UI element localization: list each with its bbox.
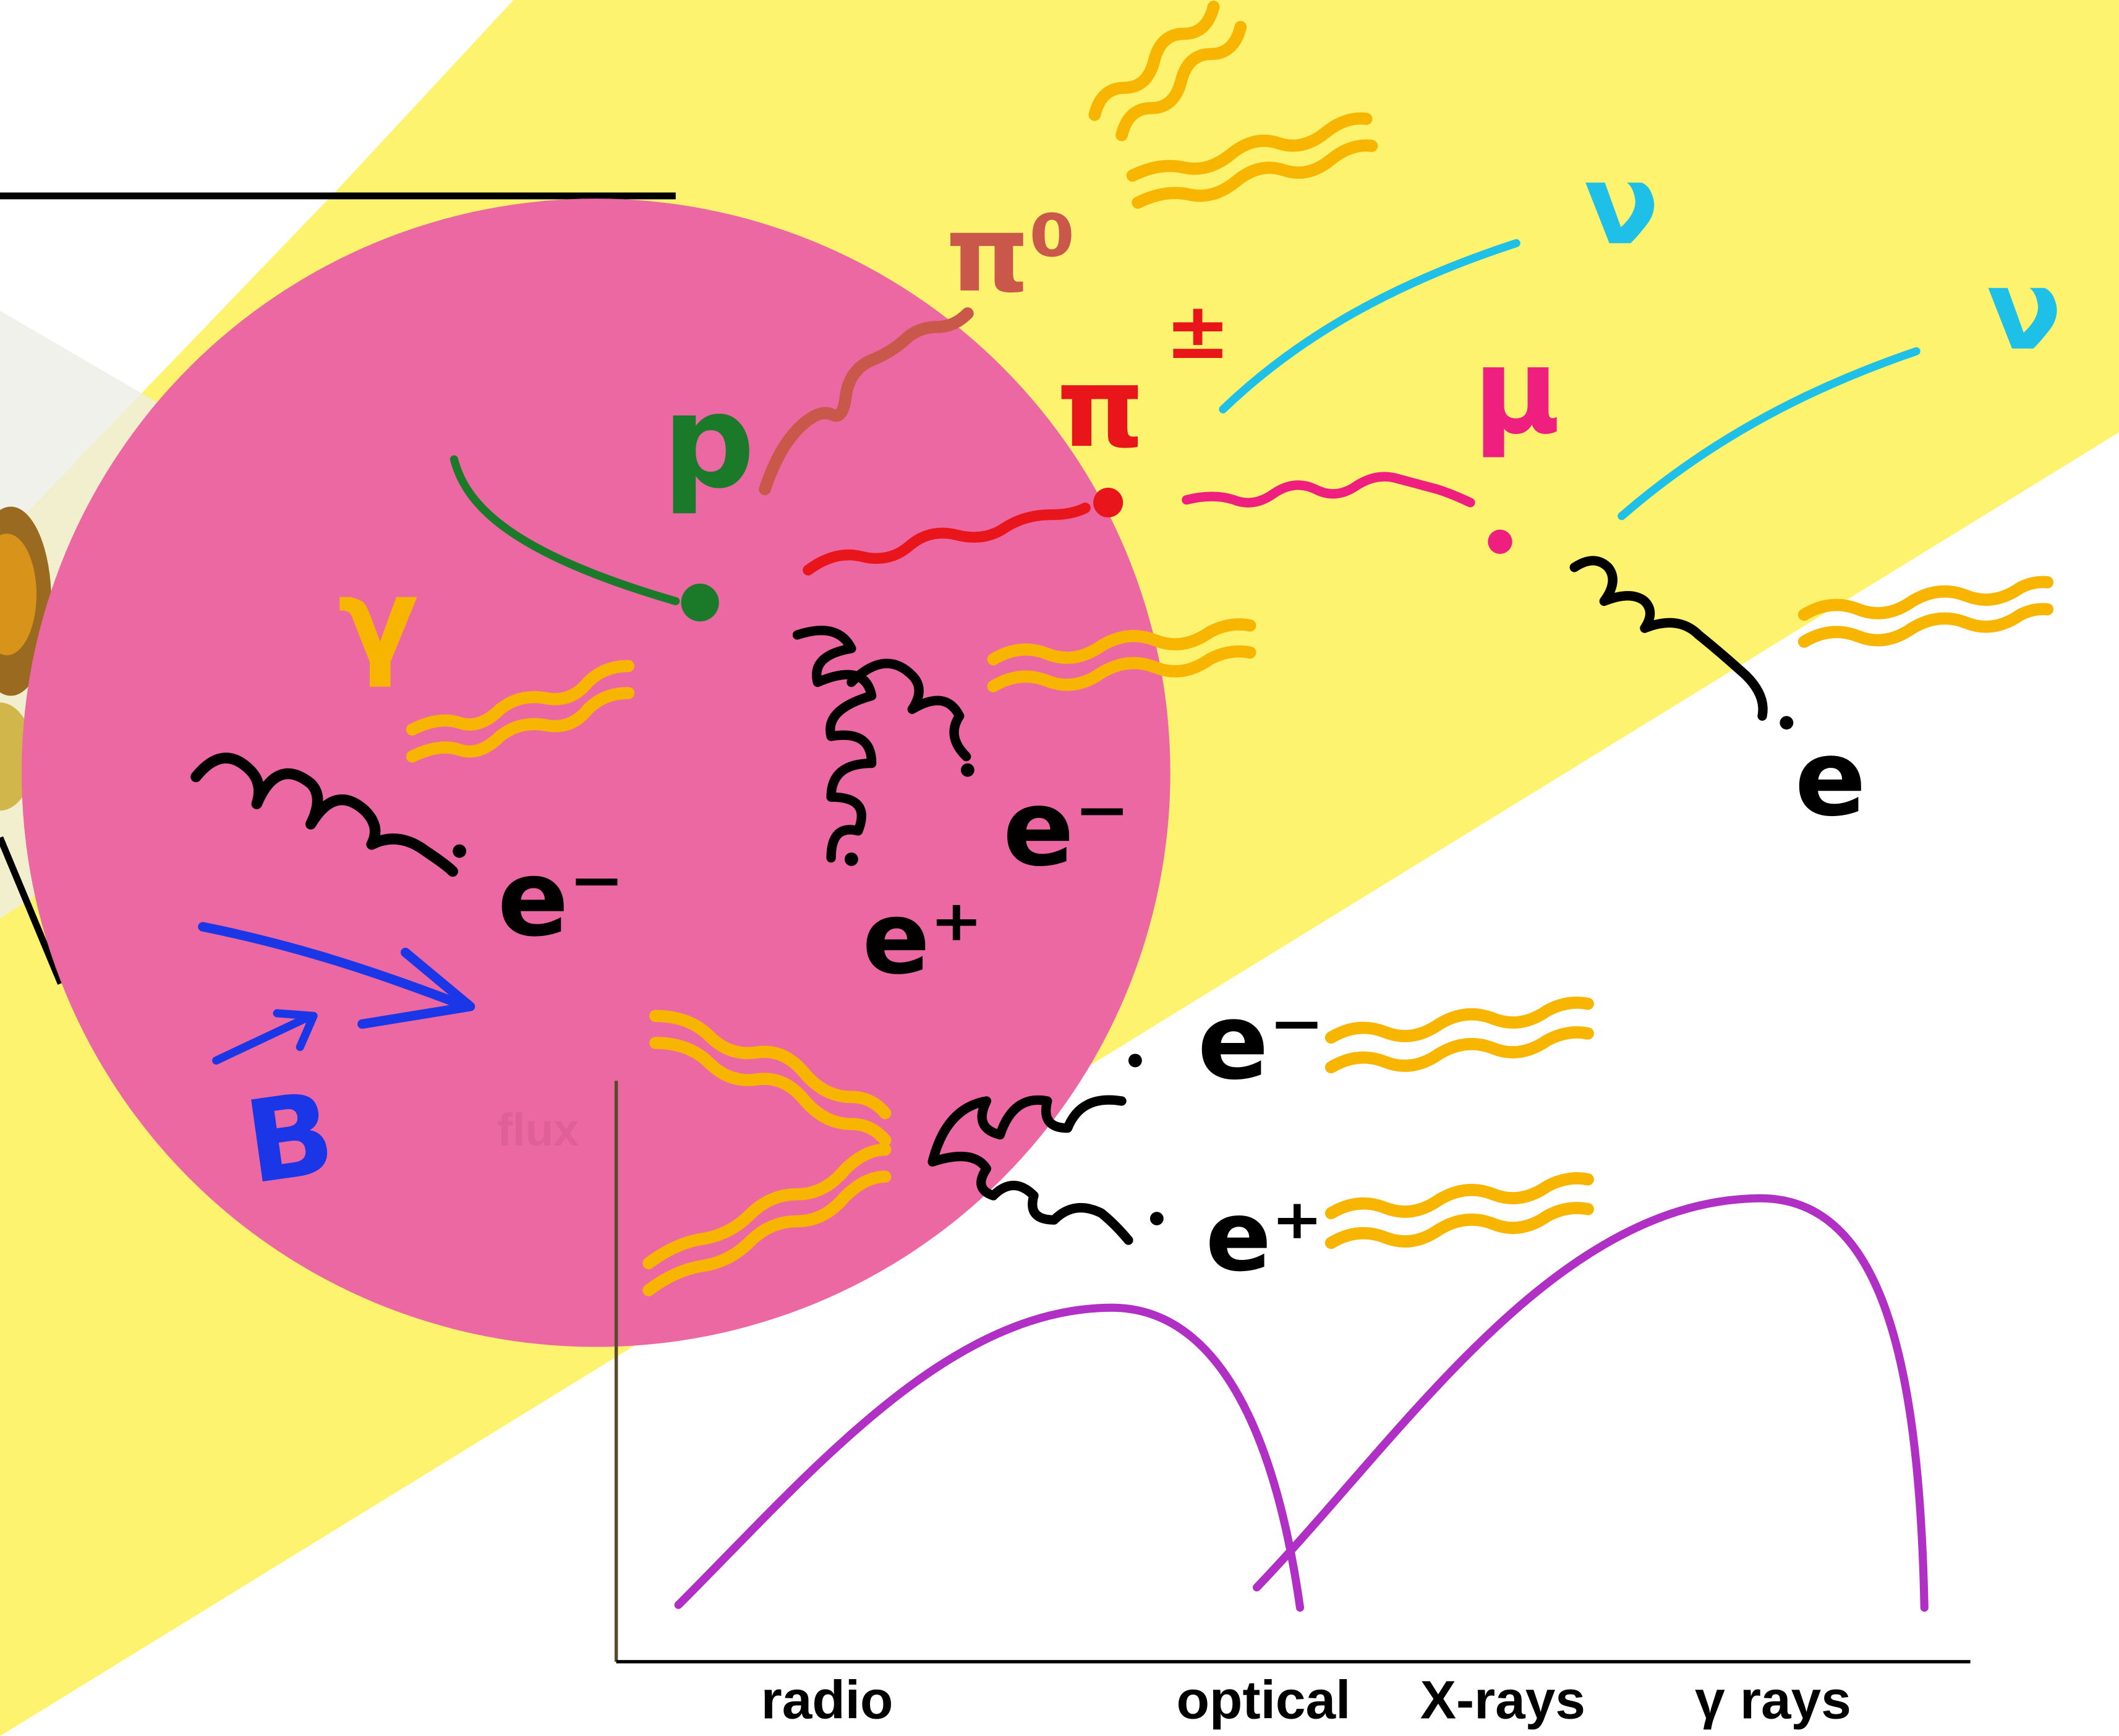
electron-from-muon-track — [1569, 556, 1768, 721]
synchrotron-hump — [674, 1303, 1305, 1612]
electron-in-blob-track — [190, 752, 458, 877]
electron-in-blob-label: e⁻ — [497, 838, 625, 960]
pion-charged-dot — [1093, 487, 1123, 517]
photon-squiggle — [1797, 603, 2053, 648]
cascade-electron-dot — [960, 763, 974, 777]
photon-squiggle — [1324, 1202, 1594, 1249]
photon-squiggles — [406, 1, 2053, 1296]
label-optical: optical — [1177, 1670, 1351, 1730]
photon-squiggle — [1324, 1172, 1594, 1220]
photon-squiggle — [1324, 1026, 1594, 1074]
cascade-electron-label: e⁻ — [1003, 768, 1130, 890]
neutrino-2-track — [1618, 347, 1921, 521]
proton-track — [450, 455, 680, 605]
photon-squiggle — [406, 687, 635, 763]
label-radio: radio — [761, 1670, 893, 1730]
neutrino-1-label: ν — [1584, 141, 1660, 270]
emission-blob — [21, 198, 1170, 1347]
muon-track — [1182, 472, 1475, 508]
magnetic-field-arrow — [198, 922, 475, 1029]
inverse-compton-hump — [1253, 1194, 1929, 1612]
b-vector-arrow — [212, 1009, 318, 1065]
electron-from-muon-label: e — [1794, 718, 1866, 840]
cascade-positron-label: e⁺ — [862, 880, 983, 997]
escaping-pair-track — [927, 1095, 1133, 1245]
muon-dot — [1488, 529, 1512, 554]
electron-in-blob-dot — [453, 844, 467, 858]
label-gamma-rays: γ rays — [1695, 1670, 1851, 1730]
photon-squiggle — [1324, 997, 1594, 1044]
electron-from-muon-dot — [1780, 716, 1794, 730]
frame-diagonal-line — [0, 836, 64, 985]
photon-squiggle — [1115, 20, 1247, 142]
pair-cascade-track — [792, 626, 971, 863]
spectrum-y-label: flux — [497, 1104, 579, 1155]
escaping-positron-dot — [1149, 1212, 1164, 1225]
photon-squiggle — [406, 660, 635, 736]
escaping-electron-dot — [1128, 1053, 1142, 1068]
pion-charged-label: π — [1057, 344, 1145, 472]
photon-squiggle — [649, 1037, 892, 1147]
photon-squiggle — [987, 618, 1256, 666]
pion-charged-track — [803, 502, 1091, 576]
neutrino-1-track — [1219, 239, 1520, 414]
proton-label: p — [662, 367, 755, 517]
photon-squiggle — [987, 645, 1256, 692]
photon-squiggle — [642, 1143, 892, 1270]
proton-dot — [681, 584, 719, 622]
magnetic-field-label: B — [238, 1068, 342, 1210]
photon-label: γ — [338, 552, 419, 691]
photon-squiggle — [1126, 112, 1373, 182]
pion-charge-sign: ± — [1165, 285, 1230, 377]
pion-neutral-label: π⁰ — [946, 194, 1076, 316]
photon-squiggle — [1088, 1, 1220, 121]
muon-label: μ — [1473, 322, 1561, 461]
photon-squiggle — [1132, 139, 1378, 209]
pion-neutral-track — [759, 307, 974, 495]
photon-squiggle — [642, 1170, 892, 1296]
photon-squiggle — [1797, 576, 2053, 621]
cascade-positron-dot — [844, 852, 858, 866]
escaping-electron-label: e⁻ — [1197, 981, 1324, 1104]
neutrino-2-label: ν — [1987, 247, 2062, 375]
label-x-rays: X-rays — [1420, 1670, 1585, 1730]
escaping-positron-label: e⁺ — [1206, 1180, 1323, 1293]
photon-squiggle — [649, 1010, 892, 1120]
